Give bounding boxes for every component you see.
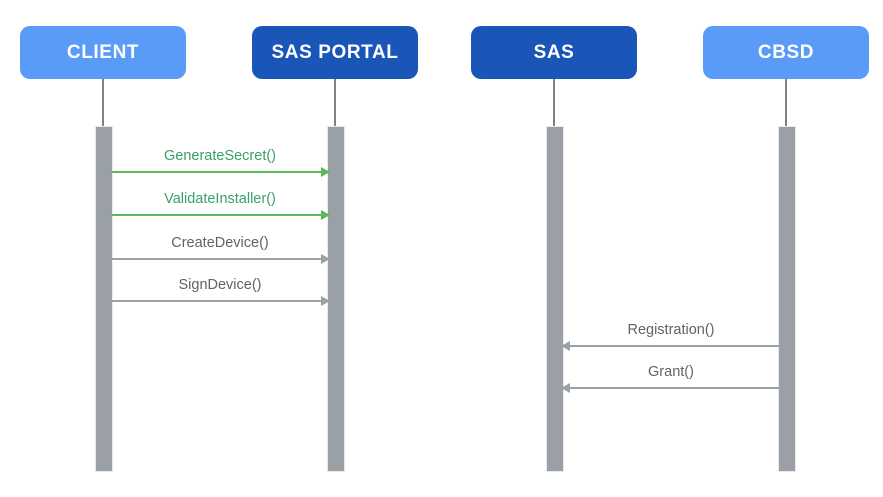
participant-box-sas[interactable]: SAS [471,26,637,79]
message-line-grant [562,387,780,389]
activation-bar-cbsd[interactable] [778,126,796,472]
arrow-head-right-icon [321,296,330,306]
message-label-create-device: CreateDevice() [171,235,269,251]
message-line-sign-device [111,300,329,302]
lifeline-sas-portal [334,79,336,126]
message-label-sign-device: SignDevice() [178,277,262,293]
participant-label-cbsd: CBSD [757,41,815,63]
activation-bar-sas[interactable] [546,126,564,472]
participant-label-sas-portal: SAS PORTAL [271,41,399,63]
message-line-create-device [111,258,329,260]
lifeline-client [102,79,104,126]
message-line-generate-secret [111,171,329,173]
message-label-generate-secret: GenerateSecret() [163,148,277,164]
message-label-registration: Registration() [627,322,715,338]
message-label-validate-installer: ValidateInstaller() [164,191,276,207]
arrow-head-right-icon [321,254,330,264]
arrow-head-left-icon [561,383,570,393]
participant-box-sas-portal[interactable]: SAS PORTAL [252,26,418,79]
lifeline-cbsd [785,79,787,126]
participant-label-client: CLIENT [66,41,140,63]
arrow-head-right-icon [321,210,330,220]
participant-box-client[interactable]: CLIENT [20,26,186,79]
arrow-head-right-icon [321,167,330,177]
arrow-head-left-icon [561,341,570,351]
message-line-validate-installer [111,214,329,216]
participant-label-sas: SAS [533,41,575,63]
message-line-registration [562,345,780,347]
lifeline-sas [553,79,555,126]
activation-bar-client[interactable] [95,126,113,472]
participant-box-cbsd[interactable]: CBSD [703,26,869,79]
message-label-grant: Grant() [648,364,694,380]
